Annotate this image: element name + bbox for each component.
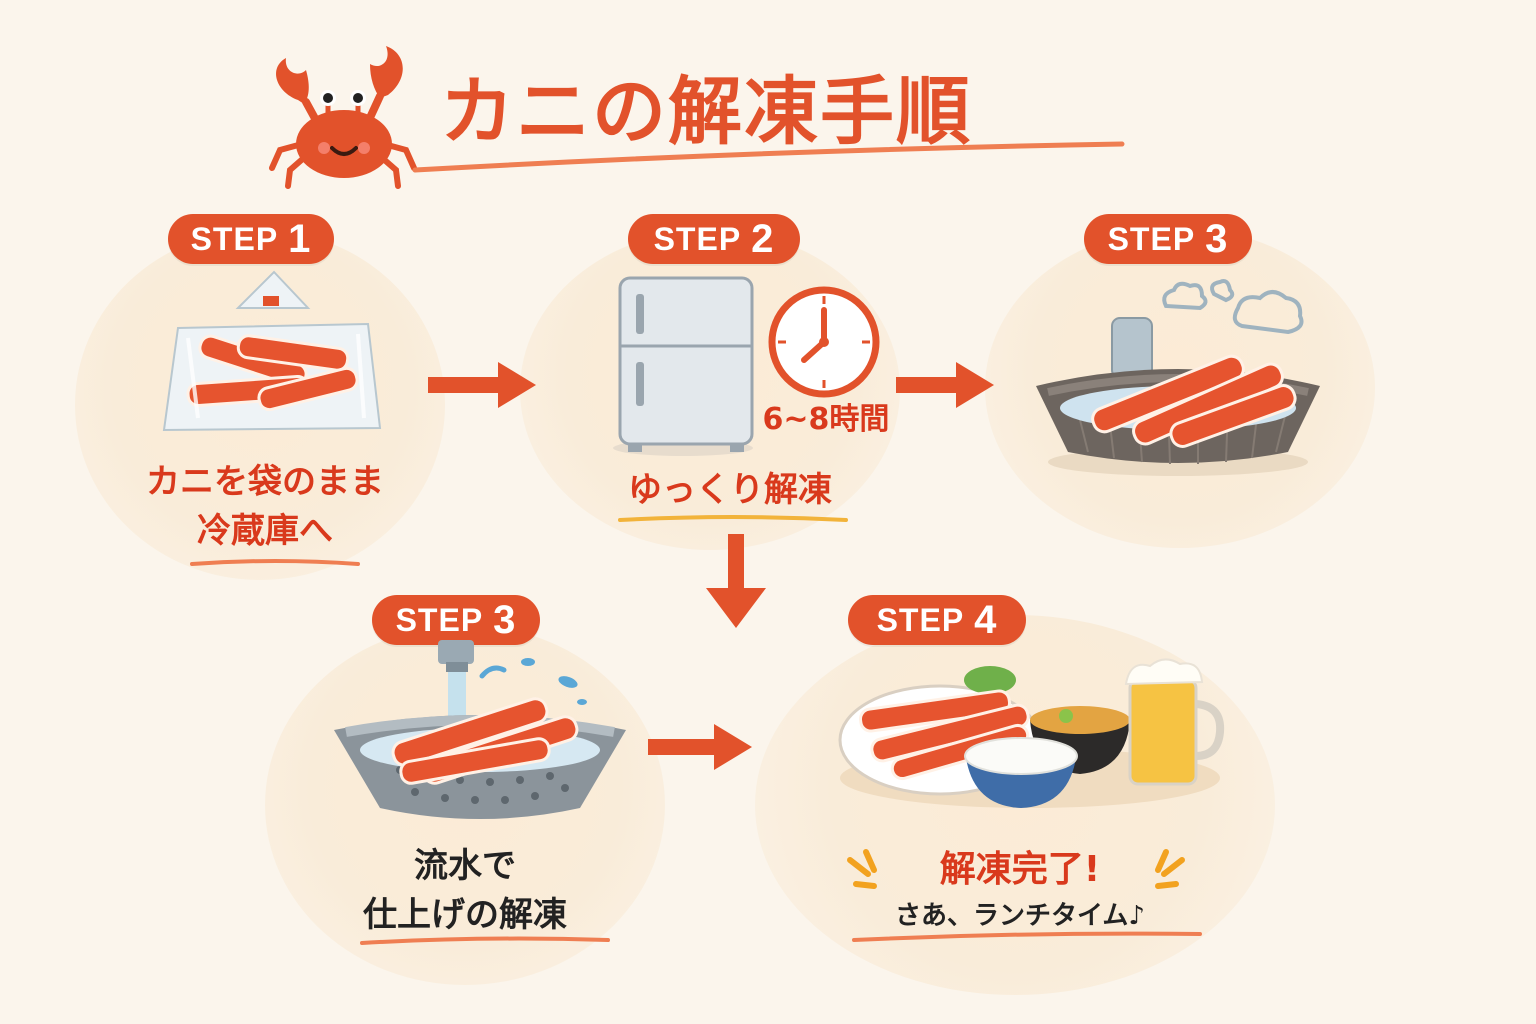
step3b-badge: STEP 3: [372, 595, 540, 645]
step3b-caption: 流水で 仕上げの解凍: [330, 842, 600, 941]
step1-caption-line1: カニを袋のまま: [146, 462, 384, 502]
step2-timer: 6~8時間: [762, 402, 890, 437]
step2-caption: ゆっくり解凍: [628, 470, 832, 510]
step1-badge: STEP 1: [168, 214, 334, 264]
step3b-caption-line2: 仕上げの解凍: [363, 895, 567, 936]
clock-icon: [768, 286, 880, 398]
step1-caption-line2: 冷蔵庫へ: [197, 511, 333, 552]
step2-badge-number: 2: [751, 216, 775, 261]
step3-badge-label: STEP: [1107, 220, 1196, 257]
step4-caption: 解凍完了! さあ、ランチタイム♪: [860, 844, 1180, 936]
crab-icon: [269, 46, 417, 189]
step2-underline: [618, 515, 848, 522]
step3b-badge-number: 3: [493, 597, 517, 642]
step3-badge: STEP 3: [1084, 214, 1252, 264]
step2-badge: STEP 2: [628, 214, 800, 264]
arrow-down-icon: [706, 534, 766, 628]
step4-badge: STEP 4: [848, 595, 1026, 645]
step4-caption-line1: 解凍完了!: [939, 849, 1101, 890]
step3-badge-number: 3: [1205, 216, 1229, 261]
step1-caption: カニを袋のまま 冷蔵庫へ: [130, 458, 400, 557]
step3b-underline: [360, 936, 610, 945]
step1-badge-number: 1: [288, 216, 312, 261]
step3b-caption-line1: 流水で: [414, 846, 516, 886]
sparkle-left-icon: [847, 849, 877, 889]
crab-basket-image: [1036, 317, 1320, 476]
step4-badge-number: 4: [974, 597, 998, 642]
faucet-icon: [438, 640, 587, 718]
lunch-meal-image: [838, 658, 1225, 808]
steam-icon: [1162, 279, 1304, 335]
arrow-right-icon: [648, 724, 752, 770]
arrow-right-icon: [896, 362, 994, 408]
crab-colander-image: [334, 697, 626, 819]
step3b-badge-label: STEP: [395, 601, 484, 638]
title-underline: [412, 141, 1125, 173]
refrigerator-icon: [613, 276, 754, 456]
step4-caption-line2: さあ、ランチタイム♪: [894, 901, 1146, 932]
crab-bag-image: [162, 270, 382, 432]
arrow-right-icon: [428, 362, 536, 408]
step1-badge-label: STEP: [190, 220, 279, 257]
step1-underline: [190, 559, 360, 566]
sparkle-right-icon: [1155, 849, 1185, 889]
step4-underline: [852, 931, 1202, 942]
step4-badge-label: STEP: [876, 601, 965, 638]
page-title: カニの解凍手順: [440, 69, 972, 155]
step2-badge-label: STEP: [653, 220, 742, 257]
